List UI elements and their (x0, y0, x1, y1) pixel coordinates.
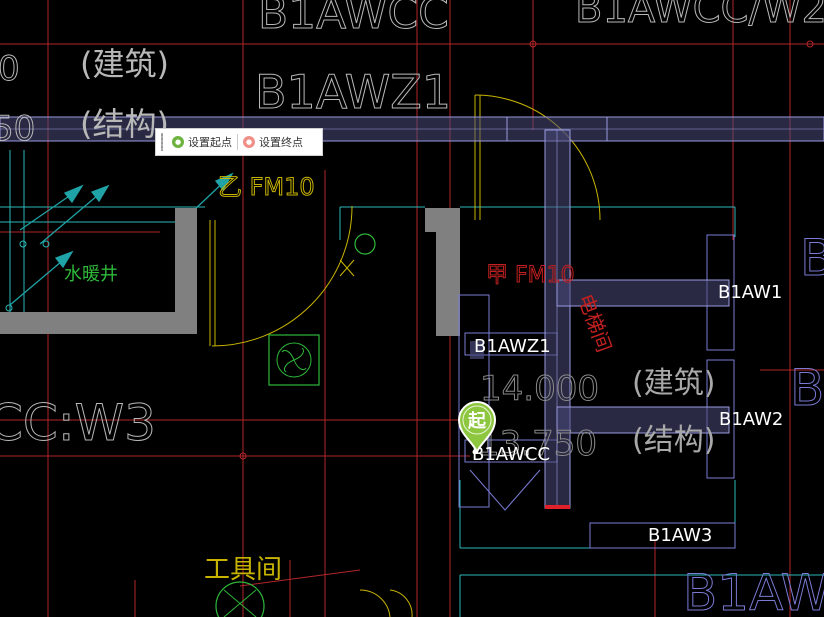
text-jiegou-mid: (结构) (632, 423, 715, 458)
bottom-circle-icon (215, 581, 265, 617)
toolbar-divider (237, 134, 238, 150)
text-shuinuanjing: 水暖井 (64, 264, 118, 285)
set-end-label: 设置终点 (259, 136, 303, 149)
pipe-circle-icon (354, 233, 376, 255)
branch-ducts (470, 279, 730, 434)
text-b-right-mid: B (790, 359, 824, 417)
label-b1aw2[interactable]: B1AW2 (719, 409, 784, 430)
text-left-50: 50 (0, 109, 35, 149)
set-start-button[interactable]: ● 设置起点 (169, 134, 235, 150)
set-end-button[interactable]: ● 设置终点 (240, 134, 306, 150)
end-pin-icon: ● (243, 136, 255, 148)
cyan-dots (5, 240, 50, 312)
start-marker[interactable]: 起 (455, 398, 499, 455)
route-toolbar: ● 设置起点 ● 设置终点 (155, 128, 323, 156)
label-b1awz1[interactable]: B1AWZ1 (474, 336, 551, 357)
start-pin-icon: ● (172, 136, 184, 148)
door-arcs (209, 94, 601, 617)
label-b1aw1[interactable]: B1AW1 (718, 282, 783, 303)
text-b1aw3-big: B1AW3 (683, 564, 824, 617)
fan-icon (268, 334, 320, 386)
start-marker-icon: 起 (457, 401, 497, 455)
text-b1awz1-big: B1AWZ1 (255, 65, 451, 119)
label-b1aw3[interactable]: B1AW3 (648, 525, 713, 546)
text-cc-w3: CC:W3 (0, 394, 156, 452)
text-jiegou-top: (结构) (80, 105, 169, 143)
main-duct (0, 116, 824, 142)
label-b1awcc[interactable]: B1AWCC (472, 444, 551, 465)
set-start-label: 设置起点 (188, 136, 232, 149)
text-gongjujian: 工具间 (204, 555, 282, 585)
text-b1awcc-top: B1AWCC (258, 0, 449, 39)
text-jianzhu-mid: (建筑) (632, 366, 715, 401)
text-b1awcc-w2-top: B1AWCC/W2 (575, 0, 824, 32)
text-left-0: 0 (0, 49, 20, 89)
grey-walls (0, 208, 460, 336)
text-elev-13750: 13.750 (478, 424, 597, 464)
text-yi-fm10: 乙 FM10 (218, 173, 315, 201)
cyan-arrows (9, 172, 234, 306)
text-jianzhu-top: (建筑) (80, 45, 169, 83)
vertical-duct (544, 129, 571, 509)
start-marker-text: 起 (467, 410, 487, 432)
toolbar-grip[interactable] (161, 133, 163, 151)
text-jia-fm10: 甲 FM10 (486, 263, 575, 288)
text-elev-14000: 14.000 (480, 369, 599, 409)
text-b-right-top: B (800, 229, 824, 287)
